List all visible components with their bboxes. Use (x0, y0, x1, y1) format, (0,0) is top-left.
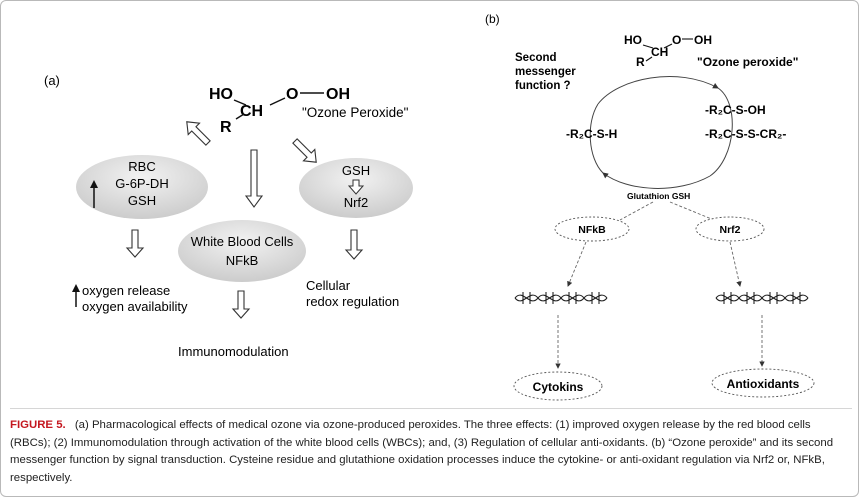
panel-b-label: (b) (485, 12, 500, 26)
glutathion-label: Glutathion GSH (627, 191, 690, 201)
panel-a-label: (a) (44, 73, 60, 88)
up-arrow-oxygen-icon (72, 284, 80, 307)
oxygen-availability: oxygen availability (82, 299, 188, 314)
molecule-b-r: R (636, 55, 645, 69)
panel-a: (a) HO O OH CH R "Ozone Peroxide" RBC G-… (8, 8, 473, 401)
second-messenger-line2: messenger (515, 66, 576, 78)
ozone-peroxide-molecule-b: HO O OH CH R (624, 33, 712, 69)
rbc-ellipse (76, 155, 208, 219)
link-to-nrf2 (669, 201, 715, 221)
wbc-ellipse (178, 220, 306, 282)
panel-b: (b) HO O OH CH R "Ozone peroxide" Second… (478, 8, 850, 401)
nrf2-label: Nrf2 (719, 224, 740, 236)
antioxidants-ellipse (711, 368, 815, 398)
figure-caption: FIGURE 5. (a) Pharmacological effects of… (10, 408, 852, 487)
arrow-wbc-to-immuno (231, 290, 251, 319)
link-to-nfkb (619, 201, 654, 221)
nfkb-label: NFkB (578, 224, 606, 236)
second-messenger-line3: function ? (515, 80, 571, 92)
gsh-title: GSH (342, 163, 370, 178)
arrow-gsh-to-redox (344, 229, 364, 260)
ozone-peroxide-label: "Ozone Peroxide" (302, 105, 409, 120)
molecule-oh: OH (326, 86, 350, 103)
panel-a-diagram: (a) HO O OH CH R "Ozone Peroxide" RBC G-… (44, 73, 413, 359)
cycle-arc-right (709, 87, 733, 177)
thiol-label: -R₂C-S-H (566, 127, 617, 141)
nrf2-ellipse (695, 216, 765, 242)
redox-regulation-label: redox regulation (306, 294, 399, 309)
cycle-arc-bottom (602, 172, 711, 189)
molecule-b-ch: CH (651, 45, 668, 59)
nfkb-ellipse (554, 216, 630, 242)
oxygen-release: oxygen release (82, 283, 170, 298)
immunomodulation-label: Immunomodulation (178, 344, 289, 359)
antioxidants-label: Antioxidants (727, 377, 800, 391)
cycle-arc-top (597, 76, 719, 105)
wbc-title: White Blood Cells (191, 234, 294, 249)
sulfenic-label: -R₂C-S-OH (705, 103, 766, 117)
ozone-peroxide-label-b: "Ozone peroxide" (697, 55, 798, 69)
link-nfkb-to-dna (567, 241, 587, 287)
cytokins-ellipse (513, 371, 603, 401)
rbc-g6pdh: G-6P-DH (115, 176, 168, 191)
rbc-title: RBC (128, 159, 155, 174)
molecule-b-oh: OH (694, 33, 712, 47)
molecule-ho: HO (209, 86, 233, 103)
small-down-arrow-icon (347, 179, 365, 195)
molecule-r: R (220, 119, 232, 136)
arrow-to-rbc (186, 121, 211, 146)
wbc-nfkb: NFkB (226, 253, 259, 268)
rbc-gsh: GSH (128, 193, 156, 208)
caption-text: (a) Pharmacological effects of medical o… (10, 419, 834, 484)
arrow-to-gsh (292, 138, 317, 163)
cycle-arc-left (589, 103, 604, 174)
ozone-peroxide-molecule: HO O OH CH R (209, 86, 350, 136)
molecule-ch: CH (240, 103, 263, 120)
panel-b-diagram: (b) HO O OH CH R "Ozone peroxide" Second… (485, 12, 815, 401)
gsh-nrf2: Nrf2 (344, 195, 369, 210)
link-nrf2-to-dna (729, 241, 742, 287)
molecule-b-ho: HO (624, 33, 642, 47)
dna-helix-icon (514, 292, 608, 304)
figure-number: FIGURE 5. (10, 419, 66, 431)
disulfide-label: -R₂C-S-S-CR₂- (705, 127, 786, 141)
cellular-label: Cellular (306, 278, 351, 293)
cytokins-label: Cytokins (533, 380, 584, 394)
molecule-b-o: O (672, 33, 681, 47)
dna-helix-icon (715, 292, 809, 304)
arrow-to-wbc (244, 149, 264, 208)
up-arrow-icon (90, 180, 98, 208)
molecule-o: O (286, 86, 298, 103)
arrow-rbc-to-oxygen (125, 229, 145, 258)
second-messenger-line1: Second (515, 52, 557, 64)
